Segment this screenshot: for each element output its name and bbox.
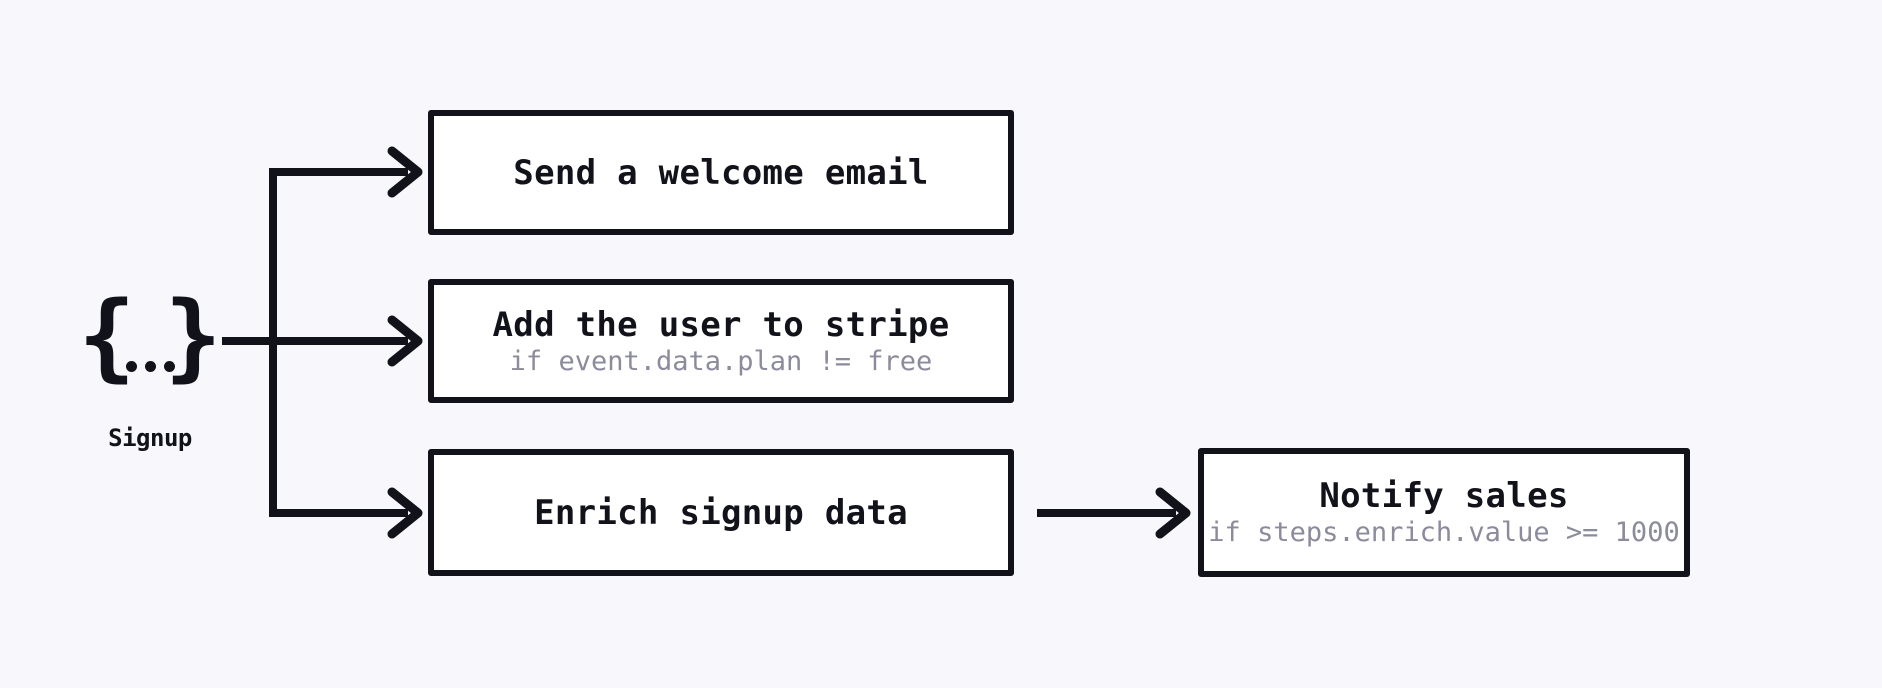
step-box-send-welcome-email: Send a welcome email [428,110,1014,235]
step-box-enrich-signup-data: Enrich signup data [428,449,1014,576]
arrowhead-to-notify-sales [1155,487,1191,539]
step-condition: if steps.enrich.value >= 1000 [1208,517,1680,548]
event-source-symbol: { } [78,290,221,387]
step-title: Enrich signup data [534,492,908,533]
event-dots-icon [125,360,175,372]
right-brace-icon: } [164,282,222,392]
step-box-add-user-to-stripe: Add the user to stripe if event.data.pla… [428,279,1014,403]
event-dot [125,360,137,372]
event-dot [144,360,156,372]
arrowhead-to-stripe [387,315,423,367]
step-title: Send a welcome email [513,152,929,193]
arrowhead-to-enrich [387,487,423,539]
event-dot [163,360,175,372]
step-condition: if event.data.plan != free [509,345,933,377]
step-box-notify-sales: Notify sales if steps.enrich.value >= 10… [1198,448,1690,577]
arrowhead-to-welcome-email [387,146,423,198]
event-label: Signup [108,424,192,452]
step-title: Add the user to stripe [492,304,950,345]
step-title: Notify sales [1319,476,1569,516]
